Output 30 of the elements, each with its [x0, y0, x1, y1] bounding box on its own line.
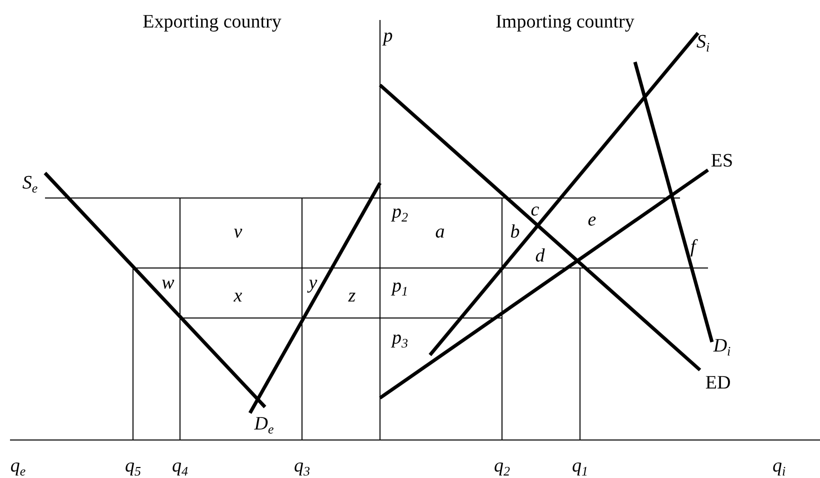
quantity-label: q$_{4}$ — [172, 456, 188, 476]
quantity-label: q$_{2}$ — [494, 456, 510, 476]
area-label: w — [162, 274, 174, 292]
curve-label: D$_{i}$ — [713, 336, 731, 356]
area-label: b — [510, 222, 520, 242]
curve-label: ES — [710, 152, 734, 170]
area-label: v — [234, 222, 242, 242]
curve-label: ED — [705, 374, 731, 392]
area-label: x — [234, 286, 242, 306]
price-label: p$_{2}$ — [392, 202, 408, 222]
area-label: f — [690, 238, 696, 256]
area-label: e — [588, 210, 596, 230]
curve-label: S$_{e}$ — [22, 174, 38, 192]
area-label: z — [348, 286, 356, 306]
axis-label: q$_{i}$ — [772, 456, 786, 476]
quantity-label: q$_{5}$ — [125, 456, 141, 476]
curve-label: D$_{e}$ — [254, 414, 274, 434]
price-label: p$_{1}$ — [392, 276, 408, 296]
area-label: d — [535, 246, 545, 266]
area-label: y — [308, 274, 318, 292]
axis-label: q$_{e}$ — [10, 456, 26, 476]
price-label: p$_{3}$ — [392, 328, 408, 348]
panel-title: Importing country — [496, 12, 634, 32]
area-label: c — [530, 200, 540, 220]
axis-label: p — [383, 26, 393, 46]
quantity-label: q$_{1}$ — [572, 456, 588, 476]
curve-label: S$_{i}$ — [696, 32, 710, 52]
quantity-label: q$_{3}$ — [294, 456, 310, 476]
panel-title: Exporting country — [142, 12, 282, 32]
area-label: a — [435, 222, 445, 242]
